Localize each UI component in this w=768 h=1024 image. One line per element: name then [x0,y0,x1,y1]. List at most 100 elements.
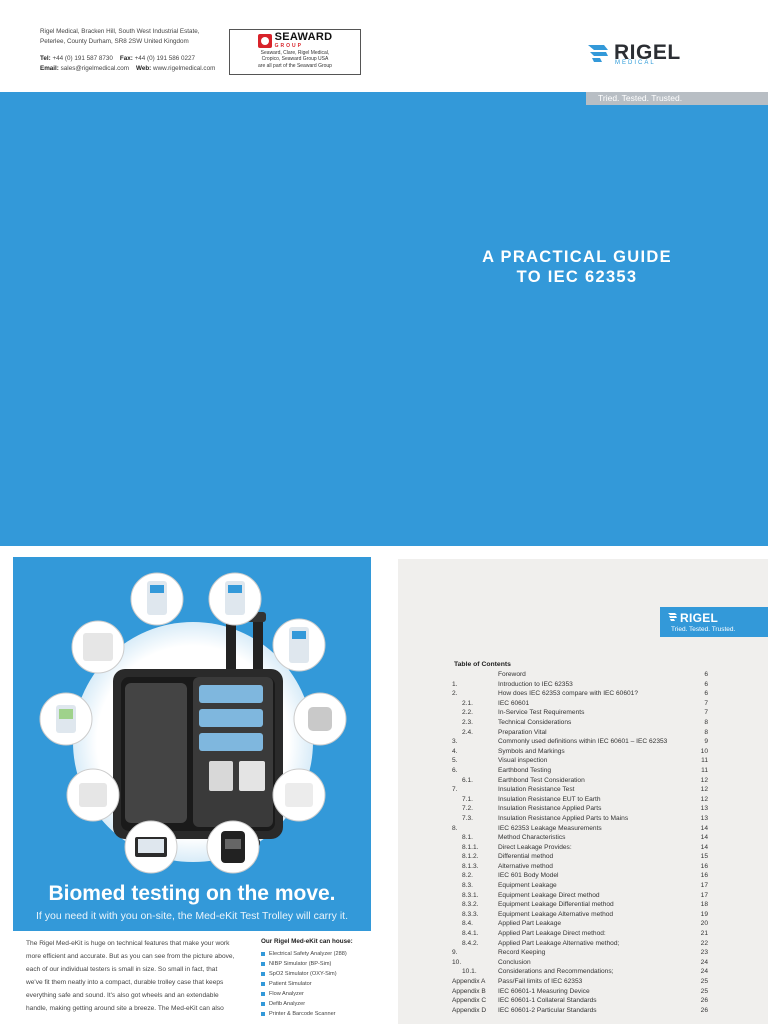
toc-row[interactable]: 8.1.1.Direct Leakage Provides:14 [452,843,708,853]
toc-row-page: 11 [701,757,708,765]
fax-label: Fax: [119,55,133,63]
toc-row-title: Applied Part Leakage [498,920,562,928]
toc-row-title: IEC 601 Body Model [498,872,559,880]
cover-title-line-1: A PRACTICAL GUIDE [482,248,672,266]
toc-row[interactable]: 8.3.3.Equipment Leakage Alternative meth… [452,910,708,920]
promo-headline: Biomed testing on the move. [48,882,336,905]
toc-row[interactable]: 8.3.2.Equipment Leakage Differential met… [452,900,708,910]
web-label: Web: [136,64,152,72]
product-illustration [39,572,347,874]
toc-row[interactable]: 8. IEC 62353 Leakage Measurements 14 [452,824,708,834]
toc-row-page: 9 [704,738,708,746]
toc-row-number: 8. [452,824,458,832]
toc-row-title: IEC 60601-1 Measuring Device [498,987,590,995]
promo-line: each of our individual testers is small … [26,966,218,973]
toc-row-page: 25 [700,987,708,995]
toc-row-number: 6.1. [462,776,473,784]
promo-list-item: Patient Simulator [261,979,347,989]
seaward-line-3: are all part of the Seaward Group [258,62,332,69]
promo-line: handle, making getting around site a bre… [26,1005,224,1012]
web-value[interactable]: www.rigelmedical.com [153,64,216,72]
device-bubble-10 [206,820,260,874]
phone-row: Tel: +44 (0) 191 587 8730 Fax: +44 (0) 1… [40,54,218,64]
toc-row-page: 13 [700,805,708,813]
toc-row-number: Appendix D [452,1006,487,1014]
address-line: Rigel Medical, Bracken Hill, South West … [40,28,200,45]
toc-row-page: 24 [700,958,708,966]
toc-row-title: Alternative method [498,862,553,870]
rigel-wordmark: RIGEL [614,41,681,64]
promo-list-item: Printer & Barcode Scanner [261,1009,347,1019]
toc-row-title: Differential method [498,853,554,861]
toc-row-title: Equipment Leakage Direct method [498,891,600,899]
device-bubble-5 [39,692,93,746]
toc-row-page: 7 [704,709,708,717]
seaward-logo: SEAWARD GROUP [230,32,360,49]
toc-row-title: IEC 60601-1 Collateral Standards [498,997,597,1005]
toc-row-page: 14 [700,824,708,832]
rigel-mark-icon [588,45,608,62]
toc-row-title: Applied Part Leakage Alternative method; [498,939,620,947]
toc-row[interactable]: 8.4.1.Applied Part Leakage Direct method… [452,929,708,939]
toc-panel: RIGEL Tried. Tested. Trusted. Table of C… [398,559,768,1024]
toc-row-number: 2.4. [462,728,473,736]
toc-row-title: Insulation Resistance EUT to Earth [498,795,601,803]
email-value[interactable]: sales@rigelmedical.com [60,64,129,72]
toc-row[interactable]: 2.How does IEC 62353 compare with IEC 60… [452,689,708,699]
promo-line: more efficient and accurate. But as you … [26,953,235,960]
toc-row-title: Visual inspection [498,757,548,765]
promo-list-item: NIBP Simulator (BP-Sim) [261,959,347,969]
toc-row-number: 8.1.1. [462,843,479,851]
toc-row-page: 12 [700,776,708,784]
toc-row-number: 7.2. [462,805,473,813]
toc-row-page: 20 [700,920,708,928]
toc-row-title: IEC 62353 Leakage Measurements [498,824,602,832]
toc-row[interactable]: 8.4.2.Applied Part Leakage Alternative m… [452,939,708,949]
toc-row[interactable]: 8.4. Applied Part Leakage 20 [452,919,708,929]
toc-row-page: 13 [700,814,708,822]
toc-row[interactable]: 10.1.Considerations and Recommendations;… [452,967,708,977]
toc-row-page: 22 [700,939,708,947]
toc-row-number: 7.1. [462,795,473,803]
device-bubble-8 [272,768,326,822]
device-bubble-1 [130,572,184,626]
toc-row[interactable]: 3.Commonly used definitions within IEC 6… [452,737,708,747]
toc-row-title: Introduction to IEC 62353 [498,680,573,688]
seaward-members: Seaward, Clare, Rigel Medical, Cropico, … [230,50,360,69]
toc-row-page: 8 [704,728,708,736]
promo-panel: Biomed testing on the move. If you need … [13,557,371,1024]
toc-row[interactable]: 7.3.Insulation Resistance Applied Parts … [452,814,708,824]
seaward-wordmark: SEAWARD GROUP [275,32,333,50]
seaward-group-box: SEAWARD GROUP Seaward, Clare, Rigel Medi… [229,29,361,75]
toc-row-page: 12 [700,786,708,794]
toc-logo-brand: RIGEL [680,611,719,625]
toc-row-title: Commonly used definitions within IEC 606… [498,738,668,746]
toc-row-number: 8.4. [462,920,473,928]
device-bubble-9 [124,820,178,874]
